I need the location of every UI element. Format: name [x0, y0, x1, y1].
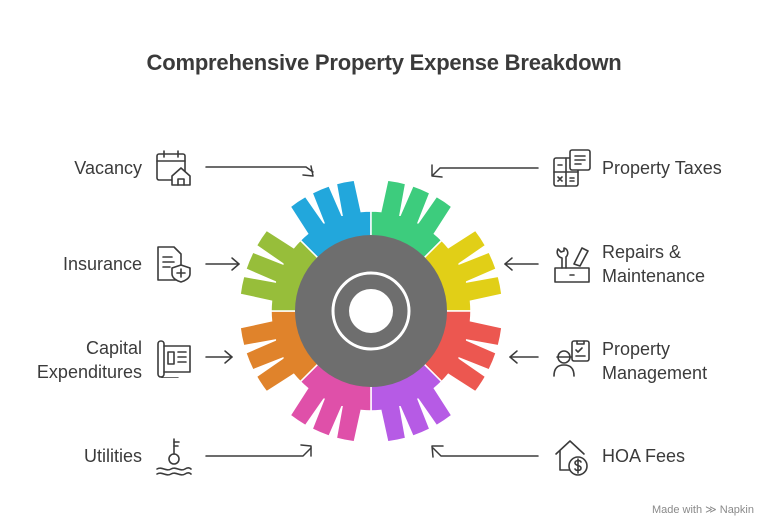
- arrow-capital: [205, 350, 233, 364]
- arrow-hoa: [431, 445, 539, 458]
- label-management-line2: Management: [602, 363, 708, 383]
- arrow-vacancy: [205, 165, 314, 177]
- hub-hole: [349, 289, 393, 333]
- house-dollar-icon: [552, 436, 592, 476]
- label-property-taxes: Property Taxes: [602, 158, 722, 178]
- label-insurance: Insurance: [62, 254, 142, 274]
- label-repairs-line2: Maintenance: [602, 266, 706, 286]
- made-with-napkin: Made with ≫ Napkin: [652, 503, 754, 516]
- label-vacancy: Vacancy: [74, 158, 142, 178]
- arrow-insurance: [205, 257, 240, 271]
- water-meter-icon: [154, 436, 194, 476]
- made-with-text: Made with: [651, 504, 703, 516]
- napkin-logo-icon: ≫: [705, 504, 717, 516]
- tools-icon: [552, 244, 592, 284]
- document-shield-icon: [154, 244, 194, 284]
- plans-icon: [154, 338, 194, 379]
- label-repairs-line1: Repairs &: [602, 242, 682, 262]
- label-utilities: Utilities: [83, 446, 142, 466]
- page-title: Comprehensive Property Expense Breakdown: [146, 50, 622, 75]
- arrow-taxes: [431, 164, 539, 178]
- arrow-management: [509, 350, 539, 364]
- label-capital-line1: Capital: [85, 338, 142, 358]
- label-management-line1: Property: [602, 339, 671, 359]
- manager-icon: [552, 338, 592, 378]
- hub-ring: [331, 271, 411, 351]
- calendar-home-icon: [154, 148, 194, 188]
- calculator-icon: [552, 148, 592, 188]
- label-capital-line2: Expenditures: [36, 362, 142, 382]
- napkin-brand: Napkin: [719, 504, 754, 516]
- label-hoa-fees: HOA Fees: [602, 446, 686, 466]
- arrow-utilities: [205, 444, 312, 457]
- arrow-repairs: [504, 257, 539, 271]
